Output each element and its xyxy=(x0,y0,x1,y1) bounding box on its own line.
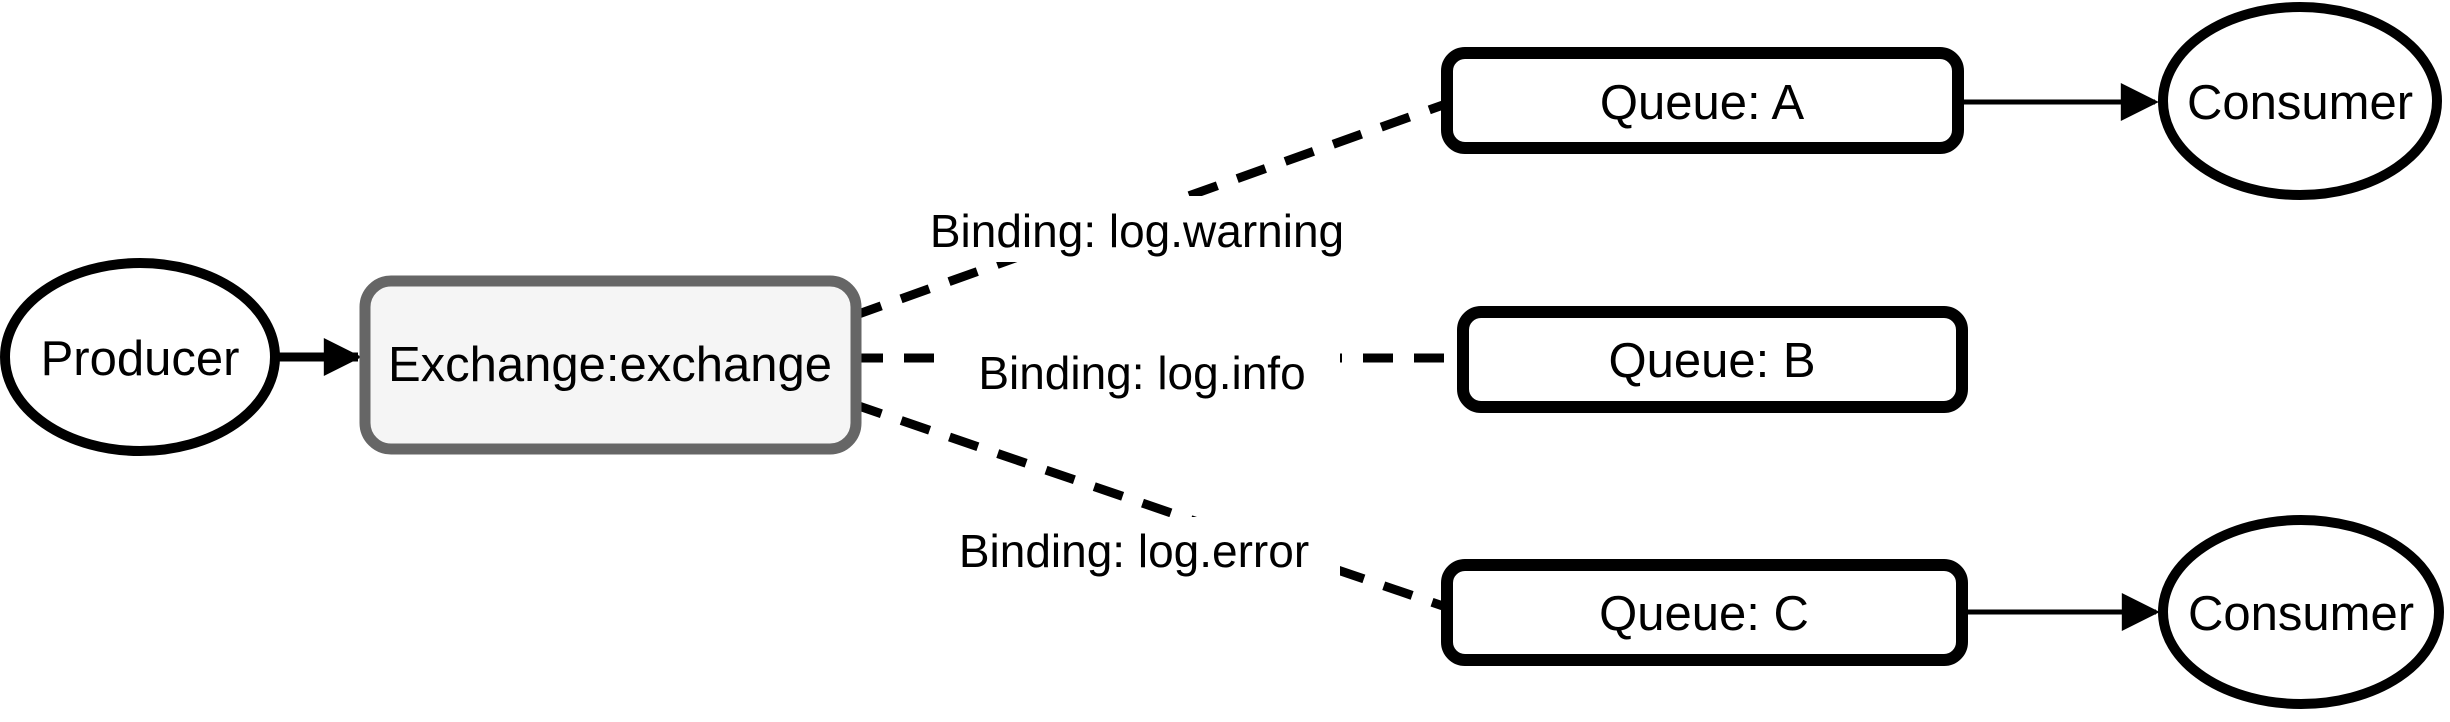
binding-info-label-bg xyxy=(945,340,1340,404)
producer-node: Producer xyxy=(0,258,280,456)
binding-error-label-bg xyxy=(928,517,1340,583)
queue-a-rect xyxy=(1441,47,1964,154)
queue-b-label: Queue: B xyxy=(1608,334,1815,388)
consumer-bottom-ellipse xyxy=(2158,515,2444,709)
queue-b-node: Queue: B xyxy=(1457,306,1968,413)
queue-c-rect xyxy=(1441,559,1968,666)
exchange-rect xyxy=(359,275,862,455)
node-group: Producer Exchange:exchange Queue: A Queu… xyxy=(0,2,2444,709)
queue-c-label: Queue: C xyxy=(1599,587,1809,641)
queue-b-rect xyxy=(1457,306,1968,413)
consumer-bottom-label: Consumer xyxy=(2188,587,2414,641)
binding-info-label: Binding: log.info xyxy=(978,347,1305,399)
exchange-node: Exchange:exchange xyxy=(359,275,862,455)
binding-error-line xyxy=(851,399,1445,611)
queue-c-node: Queue: C xyxy=(1441,559,1968,666)
producer-label: Producer xyxy=(41,332,240,386)
queue-a-node: Queue: A xyxy=(1441,47,1964,154)
consumer-top-ellipse xyxy=(2158,2,2442,200)
binding-warning-label-bg xyxy=(905,196,1370,262)
binding-warning-label: Binding: log.warning xyxy=(930,205,1344,257)
binding-error-label: Binding: log.error xyxy=(959,525,1309,577)
binding-label-group: Binding: log.warning Binding: log.info B… xyxy=(905,196,1370,583)
consumer-top-node: Consumer xyxy=(2158,2,2442,200)
consumer-bottom-node: Consumer xyxy=(2158,515,2444,709)
consumer-top-label: Consumer xyxy=(2187,76,2413,130)
queue-a-label: Queue: A xyxy=(1600,76,1805,130)
producer-ellipse xyxy=(0,258,280,456)
exchange-label: Exchange:exchange xyxy=(388,338,832,392)
